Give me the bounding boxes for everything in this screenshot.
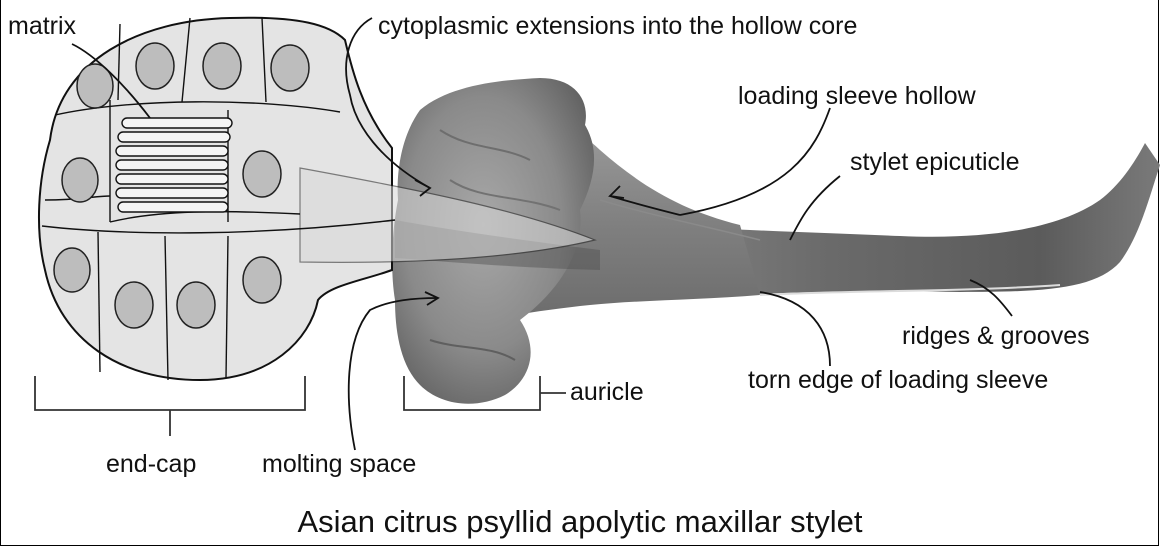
nucleus xyxy=(115,282,153,328)
label-ridges-grooves: ridges & grooves xyxy=(902,322,1090,350)
nucleus xyxy=(177,282,215,328)
label-matrix: matrix xyxy=(8,12,77,40)
nucleus xyxy=(243,151,281,197)
label-loading-sleeve-hollow: loading sleeve hollow xyxy=(738,82,977,110)
matrix-lamellae xyxy=(116,118,232,212)
figure-caption: Asian citrus psyllid apolytic maxillar s… xyxy=(297,504,862,539)
nucleus xyxy=(62,158,98,202)
label-stylet-epicuticle: stylet epicuticle xyxy=(850,148,1020,176)
label-end-cap: end-cap xyxy=(106,450,196,478)
label-auricle: auricle xyxy=(570,378,644,406)
label-torn-edge: torn edge of loading sleeve xyxy=(748,366,1048,394)
nucleus xyxy=(271,45,309,91)
end-cap-bracket xyxy=(35,376,305,436)
nucleus xyxy=(203,43,241,89)
label-cytoplasmic-extensions: cytoplasmic extensions into the hollow c… xyxy=(378,12,857,40)
nucleus xyxy=(243,257,281,303)
label-molting-space: molting space xyxy=(262,450,416,478)
nucleus xyxy=(54,248,90,292)
nucleus xyxy=(136,43,174,89)
